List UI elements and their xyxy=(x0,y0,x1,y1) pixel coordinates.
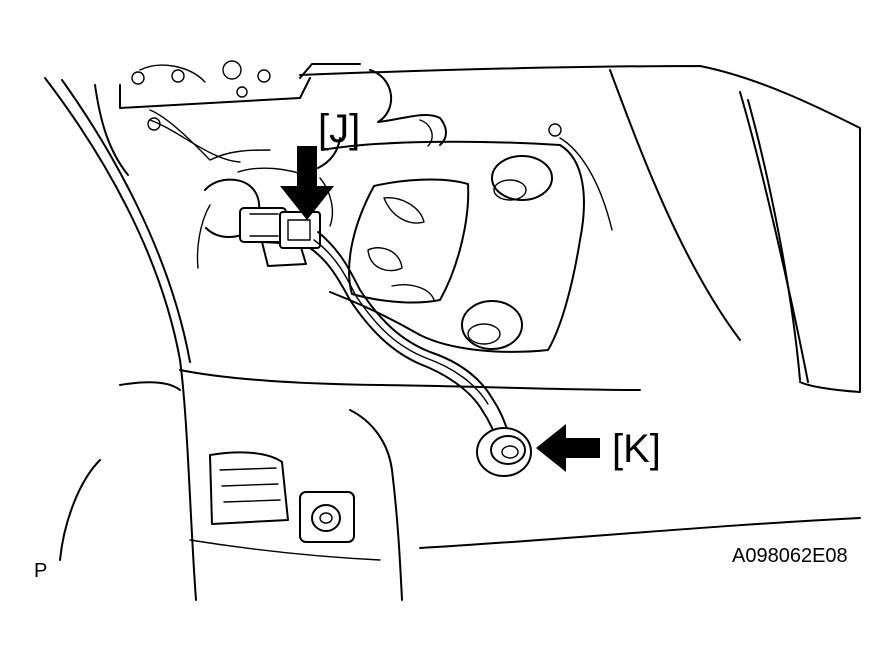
arrow-j xyxy=(280,146,334,220)
callout-label-k: [K] xyxy=(612,427,661,471)
arrow-k xyxy=(536,424,600,472)
figure-code: A098062E08 xyxy=(732,545,848,567)
corner-mark: P xyxy=(34,560,47,582)
wire-harness xyxy=(309,231,509,443)
plate-hole-upper xyxy=(491,155,553,201)
callout-label-j: [J] xyxy=(318,107,360,151)
mounting-bracket-plate xyxy=(321,140,585,353)
upper-bracket-assembly xyxy=(94,60,562,176)
column-cover xyxy=(44,77,641,601)
connector-j xyxy=(279,211,321,249)
side-trim-panel xyxy=(299,65,861,393)
grommet-k xyxy=(476,427,532,477)
lower-trim-panel xyxy=(189,409,861,601)
connector-housing-area xyxy=(196,167,334,269)
